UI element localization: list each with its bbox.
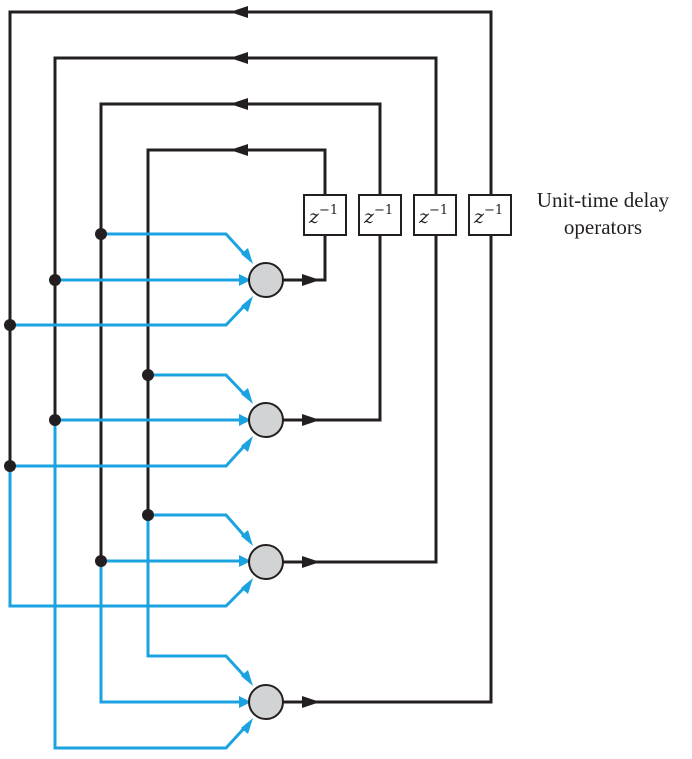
- arrowhead-in-n3-a: [241, 530, 253, 546]
- junction-dots: [4, 228, 154, 567]
- input-n1-a: [101, 232, 250, 260]
- arrowhead-in-n3-c: [241, 578, 253, 594]
- neurons: [248, 262, 284, 720]
- neuron-1: [248, 262, 284, 298]
- delay-exponent: −1: [319, 203, 338, 218]
- delay-symbol: z: [363, 206, 375, 228]
- arrowhead-in-n3-b: [239, 555, 251, 567]
- input-n2-a: [148, 373, 250, 400]
- arrowhead-in-n4-c: [241, 718, 253, 734]
- arrowhead-in-n2-a: [241, 388, 253, 404]
- feedback-loop-4: [8, 10, 493, 704]
- caption-line-1: Unit-time delay: [537, 188, 670, 212]
- junction-dot: [95, 228, 107, 240]
- arrowhead-output-4: [302, 696, 320, 708]
- arrowhead-top-3: [230, 98, 248, 110]
- junction-dot: [142, 369, 154, 381]
- feedback-loop-2: [99, 102, 382, 561]
- feedback-loop-3: [53, 56, 438, 564]
- delay-box-4: z−1: [468, 194, 512, 236]
- arrowhead-in-n4-a: [241, 670, 253, 686]
- delay-symbol: z: [473, 206, 485, 228]
- junction-dot: [4, 460, 16, 472]
- input-n4-b: [99, 561, 244, 704]
- input-n2-c: [10, 440, 250, 468]
- arrowhead-in-n4-b: [239, 696, 251, 708]
- neuron-4: [248, 684, 284, 720]
- arrowhead-top-4: [230, 144, 248, 156]
- delay-box-1: z−1: [303, 194, 347, 236]
- delay-symbol: z: [418, 206, 430, 228]
- delay-exponent: −1: [429, 203, 448, 218]
- arrowhead-in-n1-a: [241, 248, 253, 264]
- arrowhead-output-3: [302, 556, 320, 568]
- feedback-loops: [8, 6, 493, 708]
- junction-dot: [142, 509, 154, 521]
- input-n4-c: [53, 420, 250, 750]
- delay-symbol: z: [308, 206, 320, 228]
- junction-dot: [49, 274, 61, 286]
- arrowhead-in-n1-b: [239, 274, 251, 286]
- delay-exponent: −1: [374, 203, 393, 218]
- svg-text:z−1: z−1: [418, 203, 448, 228]
- arrowhead-top-2: [230, 52, 248, 64]
- arrowhead-top-1: [230, 6, 248, 18]
- delay-caption: Unit-time delay operators: [537, 188, 670, 239]
- delay-box-2: z−1: [358, 194, 402, 236]
- arrowhead-in-n2-b: [239, 414, 251, 426]
- delay-operators: z−1 z−1 z−1 z−1: [303, 194, 512, 236]
- arrowhead-output-2: [302, 414, 320, 426]
- input-n3-c: [8, 466, 250, 608]
- svg-text:z−1: z−1: [308, 203, 338, 228]
- input-n1-c: [10, 300, 250, 327]
- svg-text:z−1: z−1: [473, 203, 503, 228]
- junction-dot: [49, 414, 61, 426]
- caption-line-2: operators: [564, 215, 642, 239]
- neuron-3: [248, 544, 284, 580]
- delay-box-3: z−1: [413, 194, 457, 236]
- feedback-loop-1: [146, 148, 327, 515]
- arrowhead-in-n2-c: [241, 436, 253, 452]
- input-n3-a: [148, 513, 250, 541]
- junction-dot: [4, 319, 16, 331]
- arrowhead-output-1: [302, 274, 320, 286]
- arrowhead-in-n1-c: [241, 296, 253, 312]
- junction-dot: [95, 555, 107, 567]
- input-connections: [8, 232, 253, 750]
- delay-exponent: −1: [484, 203, 503, 218]
- svg-text:z−1: z−1: [363, 203, 393, 228]
- input-n4-a: [146, 515, 250, 682]
- neuron-2: [248, 402, 284, 438]
